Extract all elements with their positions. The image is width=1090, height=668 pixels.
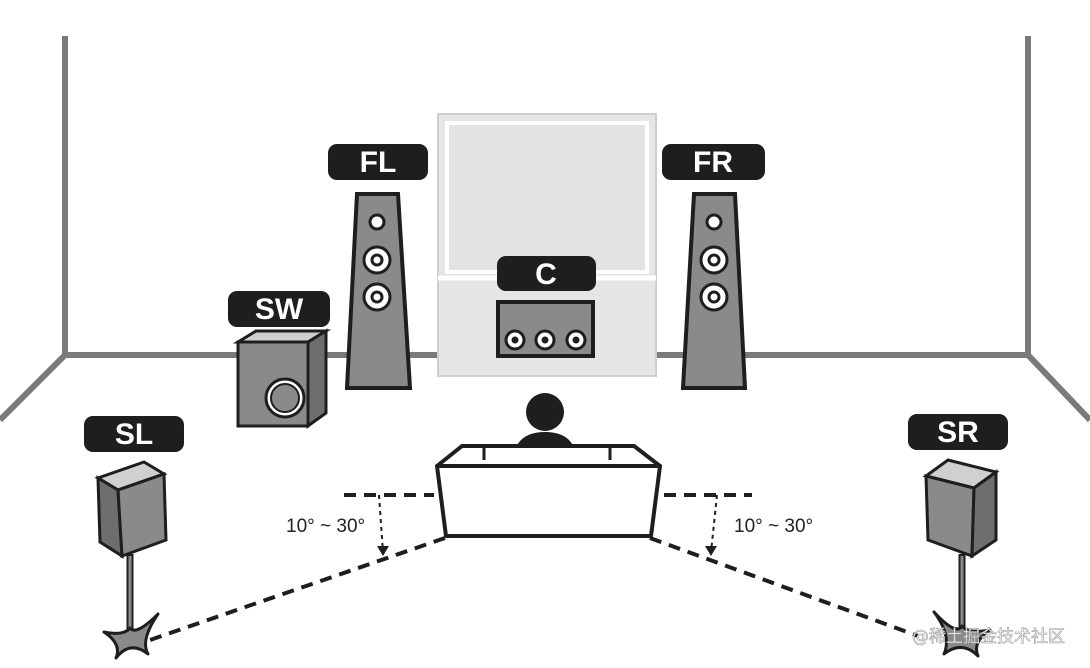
angle-guides <box>149 493 919 642</box>
listener-head <box>526 393 564 431</box>
sr-front <box>970 469 998 559</box>
label-sr-bg <box>908 414 1008 450</box>
label-sr: SR <box>908 414 1008 450</box>
sw-side <box>306 328 328 429</box>
label-fr-text: FR <box>693 146 733 179</box>
label-c: C <box>497 256 596 291</box>
tv-display <box>445 121 649 274</box>
left-angle-arc <box>378 494 384 553</box>
angle-label-right: 10° ~ 30° <box>734 516 813 537</box>
speaker-subwoofer <box>232 328 332 429</box>
label-c-bg <box>497 256 596 291</box>
label-fr-bg <box>662 144 765 180</box>
left-wall <box>0 36 68 423</box>
right-wall <box>1025 36 1090 423</box>
sr-side-face <box>924 474 976 559</box>
speaker-front-left <box>344 192 413 390</box>
sr-stand-base <box>932 610 992 658</box>
label-sw-text: SW <box>255 293 304 326</box>
label-sl-text: SL <box>115 418 153 451</box>
label-sl-bg <box>84 416 184 452</box>
label-fl: FL <box>328 144 428 180</box>
left-sightline <box>149 536 446 642</box>
fl-tweeter <box>368 213 386 231</box>
speaker-surround-left <box>94 460 168 660</box>
left-angle-arrowhead <box>377 546 389 556</box>
fr-tweeter <box>705 213 723 231</box>
room-walls <box>0 36 1090 423</box>
sofa-front <box>435 464 662 538</box>
tv-screen <box>437 113 657 377</box>
speaker-center <box>496 300 595 358</box>
sw-driver-inner <box>270 383 300 413</box>
watermark: @稀土掘金技术社区 <box>912 627 1065 647</box>
right-sightline <box>649 536 919 638</box>
right-angle-arc <box>710 494 718 553</box>
sofa-back <box>435 444 662 468</box>
sofa <box>435 444 662 538</box>
sl-side <box>116 471 168 559</box>
label-c-text: C <box>535 258 557 291</box>
label-sw: SW <box>228 291 330 327</box>
label-fl-bg <box>328 144 428 180</box>
label-sr-text: SR <box>937 416 979 449</box>
label-sl: SL <box>84 416 184 452</box>
label-sw-bg <box>228 291 330 327</box>
speaker-surround-right <box>922 458 1000 658</box>
right-angle-arrowhead <box>705 546 717 556</box>
label-fr: FR <box>662 144 765 180</box>
label-fl-text: FL <box>360 146 397 179</box>
speaker-front-right <box>680 192 748 390</box>
angle-label-left: 10° ~ 30° <box>286 516 365 537</box>
sl-stand-base <box>102 612 160 660</box>
